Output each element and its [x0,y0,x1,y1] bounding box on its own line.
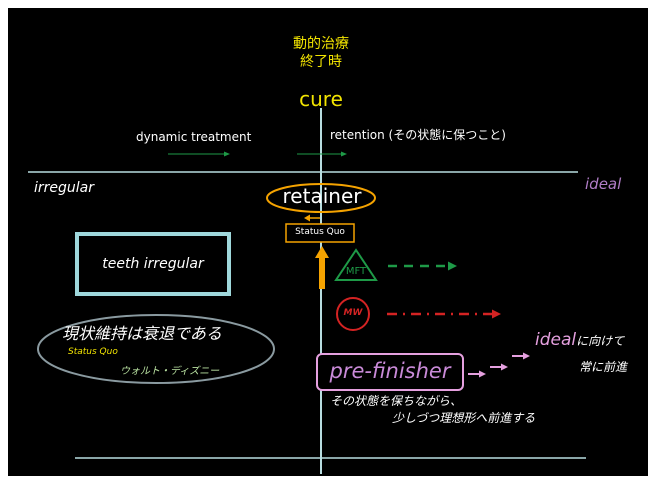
teeth-irregular-box [75,232,231,296]
quote-status-quo: Status Quo [68,347,118,357]
retainer-ellipse [266,183,376,213]
ideal-goal-suffix: に向けて [576,334,625,348]
upward-arrow-shaft [319,256,325,289]
cure-label: cure [299,87,343,111]
diagram-canvas: 動的治療 終了時 cure dynamic treatment retentio… [8,8,648,476]
bottom-line1: その状態を保ちながら、 [330,394,463,408]
bottom-line2: 少しづつ理想形へ前進する [392,411,536,425]
top-label-line2: 終了時 [300,54,342,70]
top-label-line1: 動的治療 [293,36,349,52]
status-quo-label: Status Quo [295,227,345,237]
upward-arrow-head [315,246,329,258]
ideal-goal-line2: 常に前進 [579,360,628,374]
retention-label: retention (その状態に保つこと) [330,128,506,142]
ideal-goal-word: ideal [535,330,577,350]
pre-finisher-label: pre-finisher [329,359,451,383]
dynamic-treatment-label: dynamic treatment [136,130,252,144]
irregular-label: irregular [34,180,94,196]
diagram-shapes [28,108,586,474]
pre-finisher-box [316,353,464,391]
quote-ellipse [37,314,275,384]
mw-circle [336,297,370,331]
status-quo-box [285,223,355,243]
ideal-goal-line1: idealに向けて [535,330,625,351]
quote-main: 現状維持は衰退である [62,324,222,343]
teeth-irregular-label: teeth irregular [102,256,204,272]
mft-triangle [334,248,378,281]
quote-author: ウォルト・ディズニー [120,366,220,377]
retainer-label: retainer [282,184,362,208]
mft-label: MFT [345,266,367,277]
mw-label: MW [343,308,363,318]
ideal-label: ideal [585,175,622,193]
